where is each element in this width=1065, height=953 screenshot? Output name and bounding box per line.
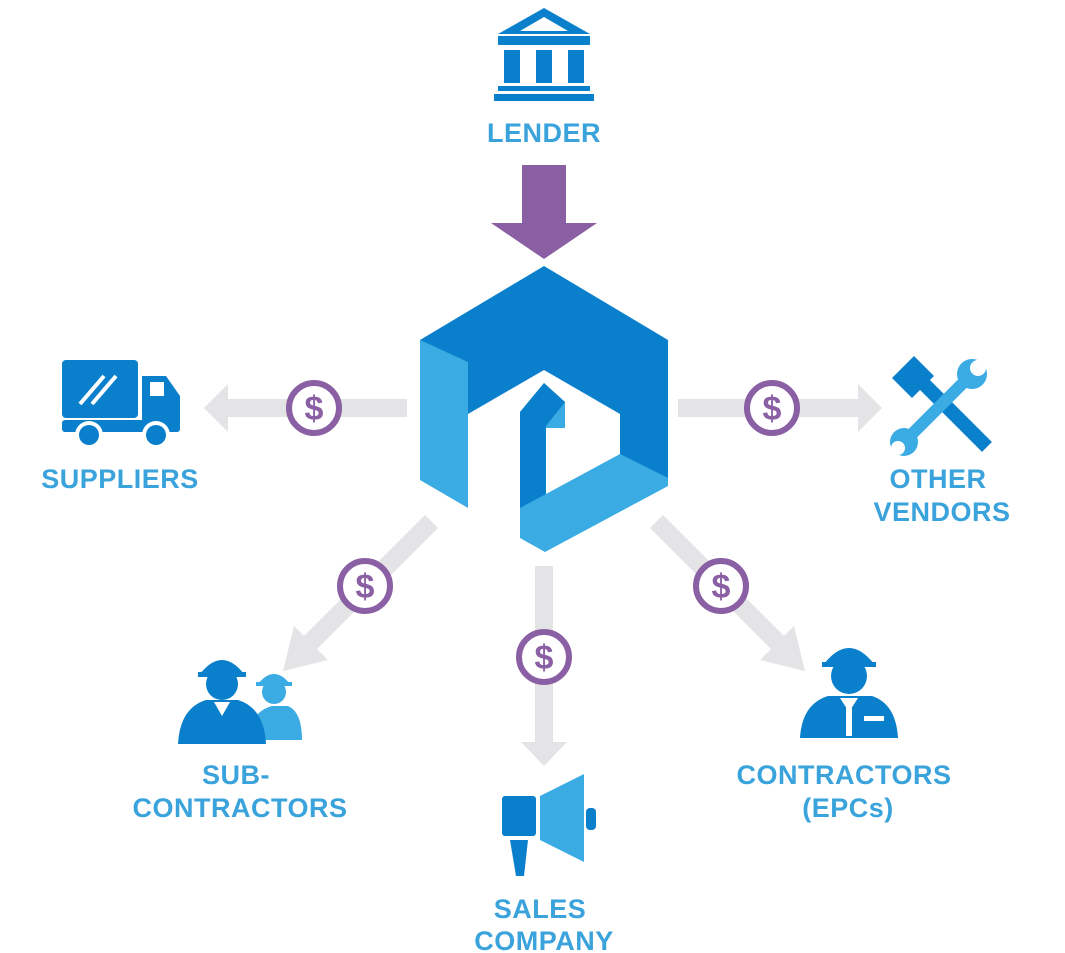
hub-logo-icon (420, 266, 668, 552)
dollar-sign: $ (535, 639, 554, 677)
payment-badge-contractors: $ (693, 558, 749, 614)
suppliers-label: SUPPLIERS (41, 464, 199, 494)
truck-icon (62, 360, 180, 449)
sales-company-label-line: COMPANY (474, 926, 614, 953)
suppliers-label-line: SUPPLIERS (41, 464, 199, 494)
tools-icon (890, 356, 992, 456)
payment-badge-sales-company: $ (516, 629, 572, 685)
payment-badge-sub-contractors: $ (337, 558, 393, 614)
other-vendors-label-line: VENDORS (873, 497, 1010, 527)
contractors-label-line: (EPCs) (802, 793, 894, 823)
sub-contractors-label: SUB- CONTRACTORS (132, 760, 347, 823)
other-vendors-label: OTHER VENDORS (873, 464, 1010, 527)
lender-inflow-arrow (491, 165, 597, 259)
payment-badge-suppliers: $ (286, 380, 342, 436)
lender-label-line: LENDER (487, 118, 601, 148)
contractors-label-line: CONTRACTORS (736, 760, 951, 790)
contractors-label: CONTRACTORS (EPCs) (736, 760, 959, 823)
lender-label: LENDER (487, 118, 601, 148)
dollar-sign: $ (712, 568, 731, 606)
bank-icon (494, 8, 594, 101)
dollar-sign: $ (763, 390, 782, 428)
sub-contractors-label-line: CONTRACTORS (132, 793, 347, 823)
sub-contractors-label-line: SUB- (202, 760, 270, 790)
other-vendors-label-line: OTHER (889, 464, 986, 494)
megaphone-icon (502, 774, 596, 876)
worker-icon (800, 648, 898, 738)
workers-icon (178, 660, 302, 744)
dollar-sign: $ (356, 568, 375, 606)
payment-badge-other-vendors: $ (744, 380, 800, 436)
dollar-sign: $ (305, 390, 324, 428)
sales-company-label-line: SALES (494, 894, 587, 924)
sales-company-label: SALES COMPANY (474, 894, 614, 953)
